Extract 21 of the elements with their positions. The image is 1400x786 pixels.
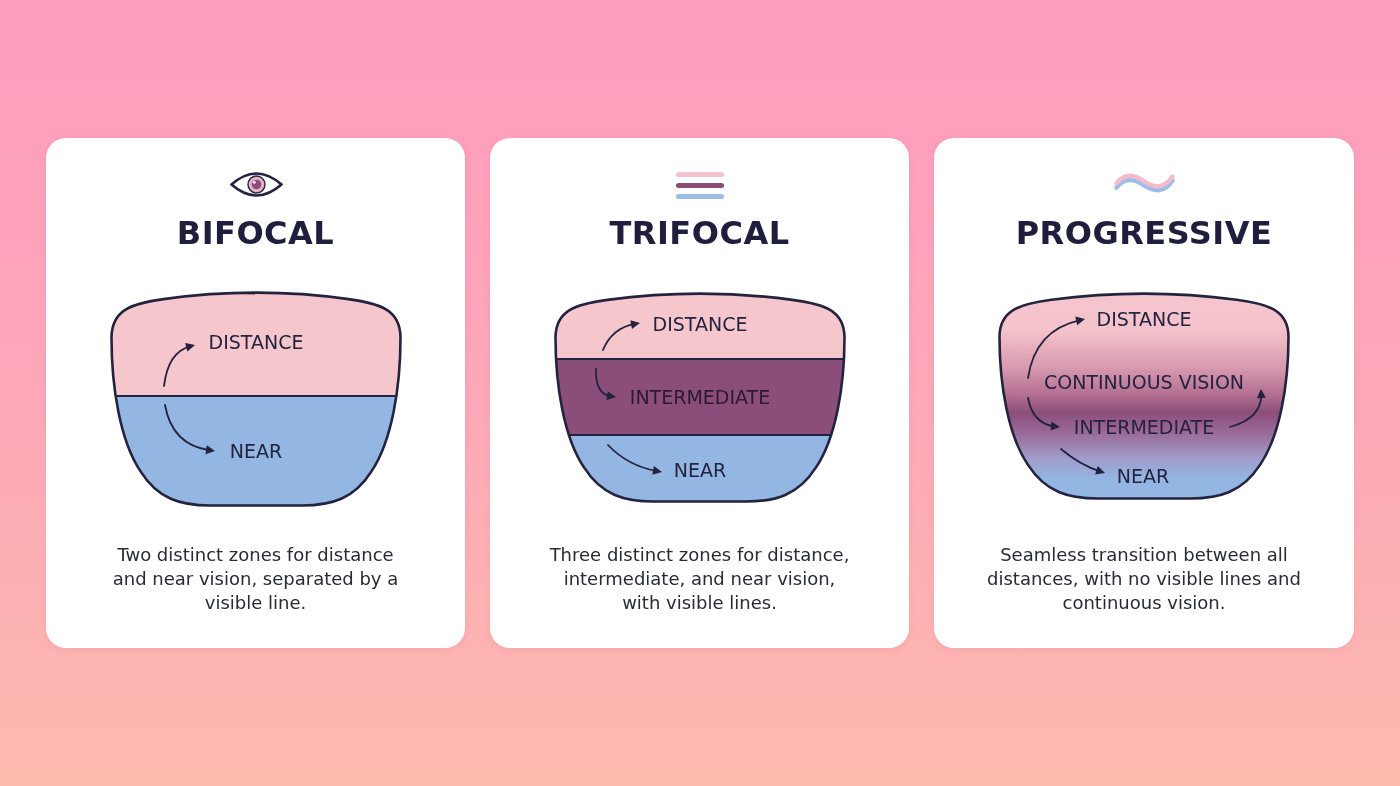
zone-label: DISTANCE — [1096, 309, 1192, 331]
zone-label: NEAR — [229, 441, 283, 463]
card-description: Three distinct zones for distance, intermediate, and near vision, with visible lines. — [548, 543, 851, 615]
card-title: PROGRESSIVE — [1015, 214, 1273, 252]
card-title: BIFOCAL — [176, 214, 335, 252]
zone-label: CONTINUOUS VISION — [1043, 372, 1245, 394]
zone-label: INTERMEDIATE — [1073, 417, 1215, 439]
card-description: Two distinct zones for distance and near vision, separated by a visible line. — [111, 543, 400, 615]
zone-label: NEAR — [673, 460, 727, 482]
card — [490, 138, 909, 648]
lens-shape — [554, 290, 846, 503]
zone-label: INTERMEDIATE — [629, 387, 771, 409]
card-title: TRIFOCAL — [609, 214, 790, 252]
lens-shape — [110, 289, 402, 507]
zone-label: DISTANCE — [652, 314, 748, 336]
zone-label: NEAR — [1116, 466, 1170, 488]
card — [46, 138, 465, 648]
card — [934, 138, 1354, 648]
zone-label: DISTANCE — [208, 332, 304, 354]
card-description: Seamless transition between all distances, with no visible lines and continuous vision. — [986, 543, 1302, 615]
lens-shape — [998, 290, 1290, 500]
